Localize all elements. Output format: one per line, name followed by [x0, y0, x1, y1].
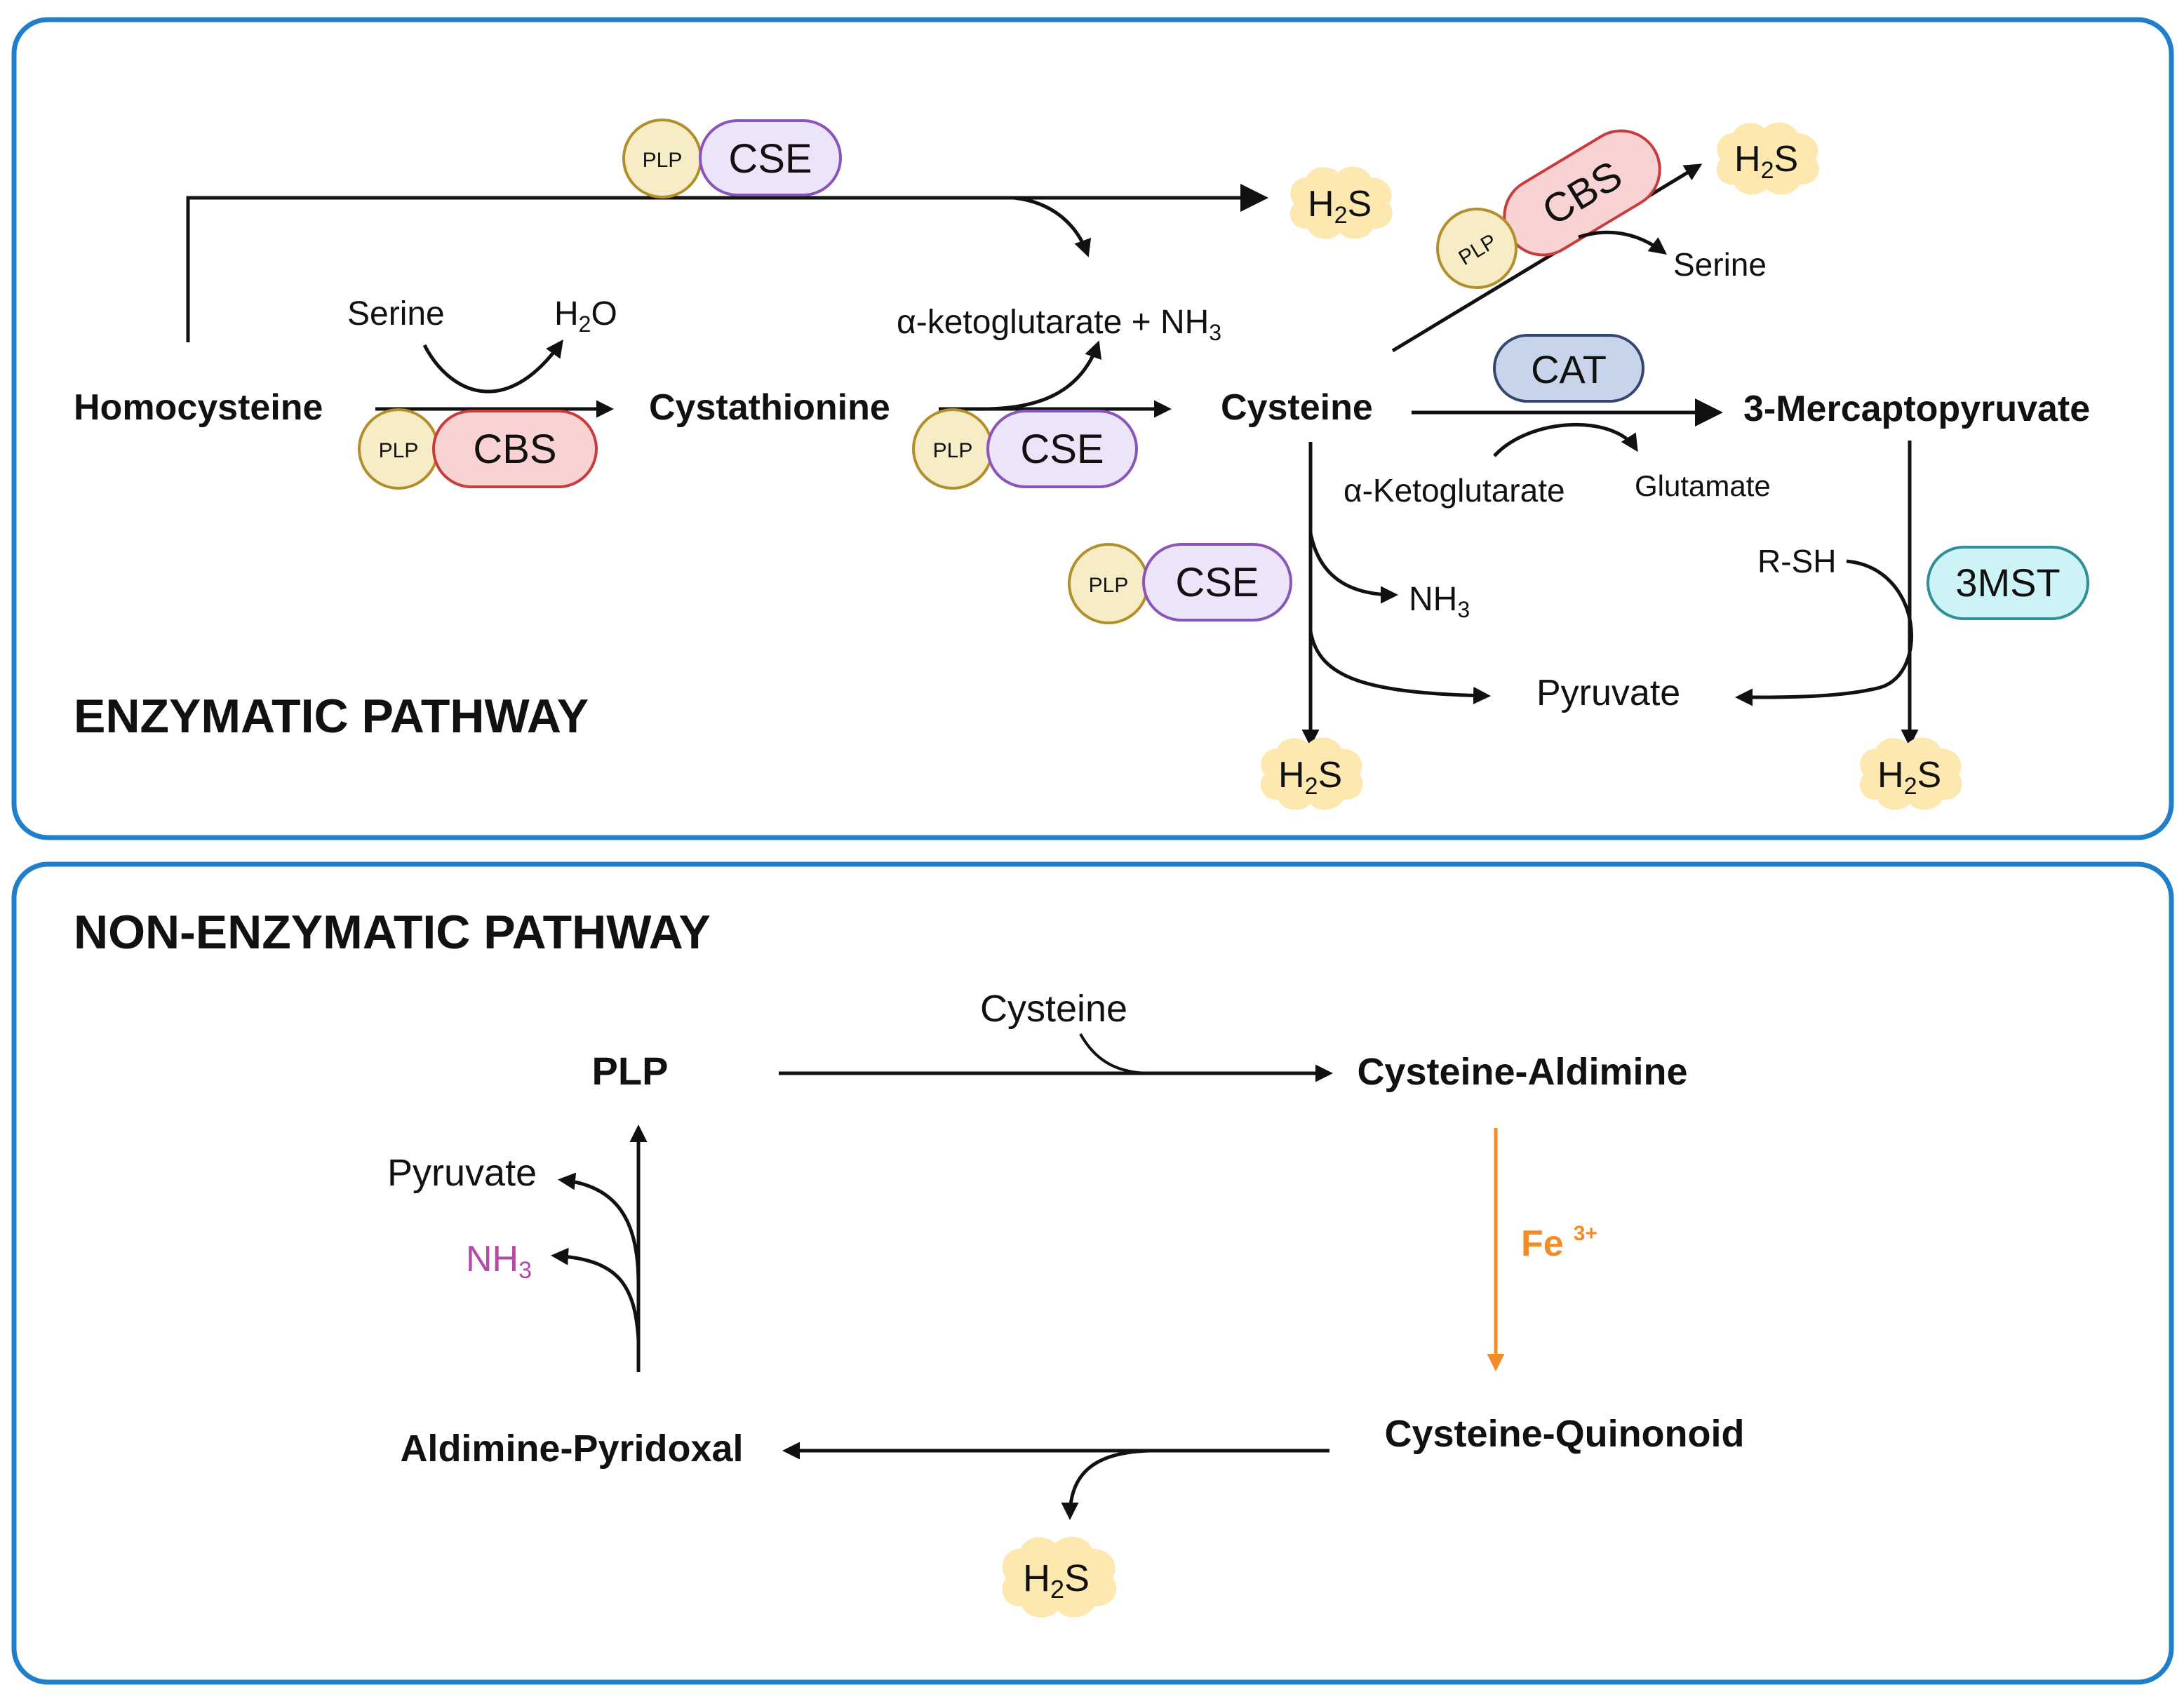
h2s-cloud-top-right: H2S [1716, 122, 1819, 195]
pyruvate-release-curve [558, 1172, 641, 1284]
serine-release-curve [1578, 230, 1668, 255]
route-branch-akg [1013, 196, 1092, 257]
h2s-cloud-top: H2S [1289, 166, 1393, 239]
metabolite-cysteine: Cysteine [1221, 387, 1373, 428]
plp-badge-cbs-diagonal: PLP [1436, 208, 1518, 289]
ne-cysteine-aldimine: Cysteine-Aldimine [1357, 1051, 1687, 1093]
h2s-cloud-nonenzymatic: H2S [1002, 1536, 1117, 1618]
cse-enzyme-3 [1142, 543, 1292, 622]
nh3-output: NH3 [1409, 581, 1470, 622]
nonenzymatic-title: NON-ENZYMATIC PATHWAY [74, 906, 711, 959]
route-homocysteine-h2s [186, 184, 1268, 342]
plp-label: PLP [933, 439, 973, 462]
cse-enzyme-top [699, 119, 842, 196]
h2s-cloud-bottom-mid: H2S [1260, 737, 1363, 810]
nh3-release-curve [551, 1247, 641, 1341]
rsh-input: R-SH [1757, 543, 1836, 579]
serine-input: Serine [347, 295, 445, 333]
pyruvate-branch-curve [1308, 631, 1491, 705]
ne-aldimine-pyridoxal: Aldimine-Pyridoxal [400, 1428, 743, 1470]
mst-label: 3MST [1955, 560, 2060, 605]
cse-label: CSE [1175, 560, 1259, 605]
cse-label: CSE [1020, 427, 1104, 472]
metabolite-homocysteine: Homocysteine [74, 387, 323, 428]
cse-label: CSE [728, 136, 812, 182]
pyruvate-product: Pyruvate [1536, 673, 1680, 713]
enzymatic-title: ENZYMATIC PATHWAY [74, 690, 589, 743]
nh3-branch-curve [1308, 532, 1398, 604]
plp-label: PLP [643, 149, 683, 172]
h2s-cloud-bottom-right: H2S [1859, 737, 1962, 810]
svg-text:H2S: H2S [1278, 755, 1342, 800]
akg-input: α-Ketoglutarate [1344, 472, 1565, 509]
svg-text:H2S: H2S [1734, 139, 1798, 184]
ne-cysteine-quinonoid: Cysteine-Quinonoid [1385, 1413, 1745, 1455]
ne-pyruvate: Pyruvate [387, 1152, 537, 1194]
plp-label: PLP [1089, 574, 1129, 597]
nonenzymatic-panel [11, 861, 2174, 1685]
serine-water-curve [422, 339, 563, 394]
ne-plp: PLP [592, 1049, 669, 1093]
svg-text:H2S: H2S [1308, 184, 1372, 229]
cse-enzyme-2 [986, 410, 1138, 488]
svg-text:H2S: H2S [1023, 1557, 1090, 1604]
svg-text:H2S: H2S [1877, 755, 1941, 800]
rsh-pyruvate-curve [1735, 559, 1914, 706]
plp-label: PLP [379, 439, 419, 462]
metabolite-cystathionine: Cystathionine [649, 387, 890, 428]
h2s-release-curve [1061, 1449, 1151, 1520]
mst-enzyme [1927, 546, 2089, 620]
serine-output: Serine [1673, 246, 1767, 283]
cbs-enzyme-1 [432, 410, 598, 488]
water-output: H2O [554, 295, 617, 337]
ne-cysteine-input: Cysteine [980, 988, 1127, 1030]
cat-enzyme [1493, 334, 1644, 403]
cbs-label: CBS [473, 427, 556, 472]
cysteine-join-curve [1079, 1033, 1151, 1075]
akg-curve [974, 340, 1102, 411]
glutamate-output: Glutamate [1635, 469, 1771, 502]
akg-glutamate-curve [1493, 423, 1638, 457]
akg-nh3-output: α-ketoglutarate + NH3 [897, 304, 1221, 345]
ne-nh3: NH3 [466, 1239, 532, 1284]
cat-label: CAT [1531, 347, 1607, 391]
metabolite-mercaptopyruvate: 3-Mercaptopyruvate [1743, 389, 2090, 429]
